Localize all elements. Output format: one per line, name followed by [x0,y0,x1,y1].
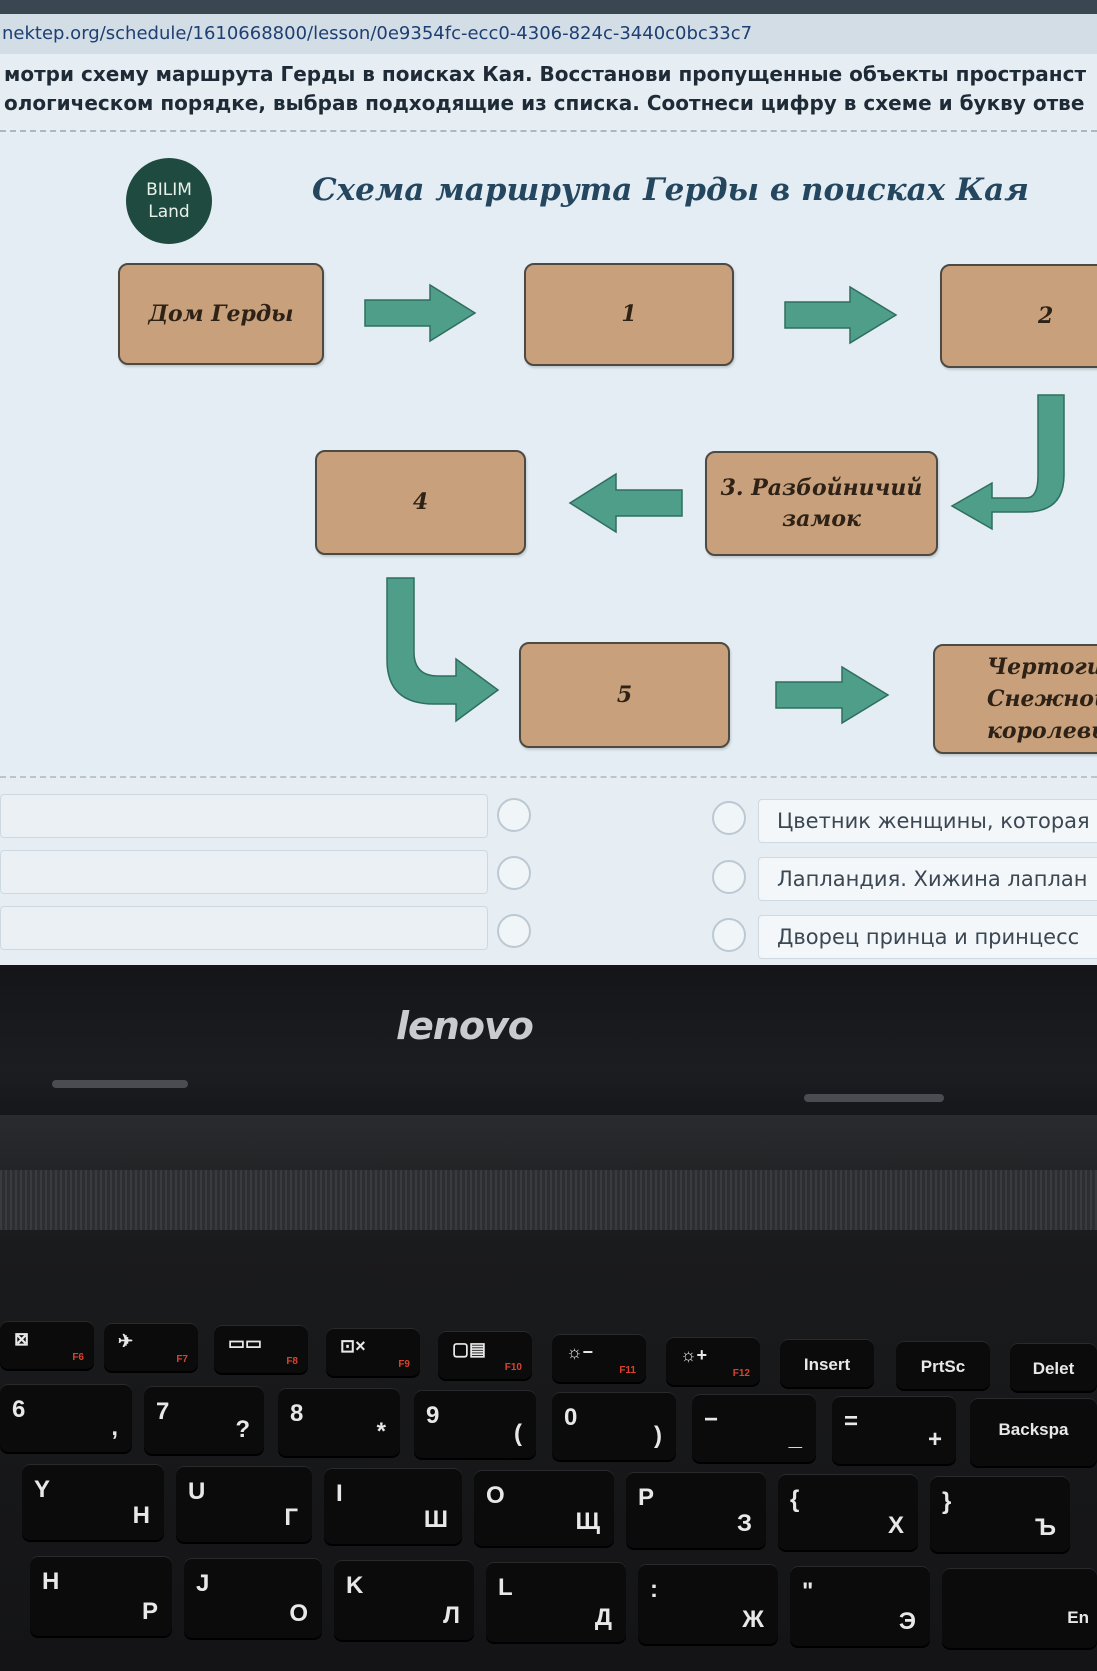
key-f12[interactable]: ☼+F12 [666,1337,760,1385]
arrow-left-icon [568,472,683,534]
answer-slot[interactable] [0,794,488,838]
key-6[interactable]: 6, [0,1384,132,1452]
node-label-line-1: 3. Разбойничий [720,474,923,501]
key-f6[interactable]: ⊠F6 [0,1321,94,1369]
answer-option[interactable]: Дворец принца и принцесс [758,915,1097,959]
lenovo-logo: lenovo [396,1004,534,1048]
display-switch-icon: ▢▤ [452,1339,487,1359]
key-quote[interactable]: "Э [790,1566,930,1646]
bilim-land-logo: BILIM Land [126,158,212,244]
node-label: 4 [412,489,429,515]
radio-button[interactable] [497,798,531,832]
divider [0,776,1097,778]
answer-option[interactable]: Лапландия. Хижина лаплан [758,857,1097,901]
route-arrows [364,283,1065,725]
key-f8[interactable]: ▭▭F8 [214,1325,308,1373]
screen: nektep.org/schedule/1610668800/lesson/0e… [0,0,1097,965]
node-1-placeholder[interactable]: 1 [524,263,734,366]
node-3-robber-castle: 3. Разбойничий замок [705,451,938,556]
key-delete[interactable]: Delet [1010,1343,1097,1391]
answer-slot[interactable] [0,906,488,950]
arrow-right-icon [784,285,898,345]
key-equals[interactable]: =+ [832,1396,956,1464]
instruction-line-1: мотри схему маршрута Герды в поисках Кая… [4,62,1087,86]
node-label: Дом Герды [148,300,294,327]
key-minus[interactable]: −_ [692,1394,816,1462]
airplane-icon: ✈ [118,1331,134,1351]
laptop-bezel [0,965,1097,1115]
node-label-line-2: замок [782,505,861,532]
arrow-right-icon [364,283,477,343]
node-label-line-2: Снежной [987,686,1097,712]
arrow-right-icon [775,665,890,725]
display-off-icon: ⊡× [340,1336,366,1356]
key-f11[interactable]: ☼−F11 [552,1334,646,1382]
address-bar[interactable]: nektep.org/schedule/1610668800/lesson/0e… [0,14,1097,54]
diagram-title: Схема маршрута Герды в поисках Кая [312,172,1029,208]
node-label: 5 [616,681,633,708]
instruction-line-2: ологическом порядке, выбрав подходящие и… [4,91,1085,115]
key-insert[interactable]: Insert [780,1339,874,1387]
curved-arrow-icon [386,577,500,723]
radio-button[interactable] [497,914,531,948]
node-snow-queen-palace: Чертоги Снежной королевы [933,644,1097,754]
task-instructions: мотри схему маршрута Герды в поисках Кая… [0,60,1097,132]
key-enter[interactable]: En [942,1568,1097,1648]
node-5-placeholder[interactable]: 5 [519,642,730,748]
node-4-placeholder[interactable]: 4 [315,450,526,555]
node-label-line-1: Чертоги [987,654,1097,680]
logo-line-2: Land [148,202,190,222]
brightness-down-icon: ☼− [566,1342,594,1362]
camera-icon: ▭▭ [228,1333,263,1353]
key-9[interactable]: 9( [414,1390,536,1458]
radio-button[interactable] [712,860,746,894]
key-f10[interactable]: ▢▤F10 [438,1331,532,1379]
key-8[interactable]: 8* [278,1388,400,1456]
answer-slot[interactable] [0,850,488,894]
logo-line-1: BILIM [146,180,192,200]
key-0[interactable]: 0) [552,1392,676,1460]
node-gerda-home: Дом Герды [118,263,324,365]
key-7[interactable]: 7? [144,1386,264,1454]
node-label: 1 [621,301,637,327]
key-backspace[interactable]: Backspa [970,1398,1097,1466]
curved-arrow-icon [950,394,1065,531]
key-f7[interactable]: ✈F7 [104,1323,198,1371]
answer-option[interactable]: Цветник женщины, которая [758,799,1097,843]
radio-button[interactable] [712,801,746,835]
node-2-placeholder[interactable]: 2 [940,264,1097,368]
browser-top-strip [0,0,1097,14]
speaker-grille [0,1170,1097,1230]
screen-bumper [52,1080,188,1088]
brightness-up-icon: ☼+ [680,1345,708,1365]
radio-button[interactable] [712,918,746,952]
screen-bumper [804,1094,944,1102]
node-label: 2 [1038,302,1054,329]
key-right-brace[interactable]: }Ъ [930,1476,1070,1552]
radio-button[interactable] [497,856,531,890]
node-label-line-3: королевы [987,718,1097,744]
touchpad-off-icon: ⊠ [14,1329,30,1349]
key-f9[interactable]: ⊡×F9 [326,1328,420,1376]
key-left-brace[interactable]: {Х [778,1474,918,1550]
key-prtsc[interactable]: PrtSc [896,1341,990,1389]
key-semicolon[interactable]: :Ж [638,1564,778,1644]
